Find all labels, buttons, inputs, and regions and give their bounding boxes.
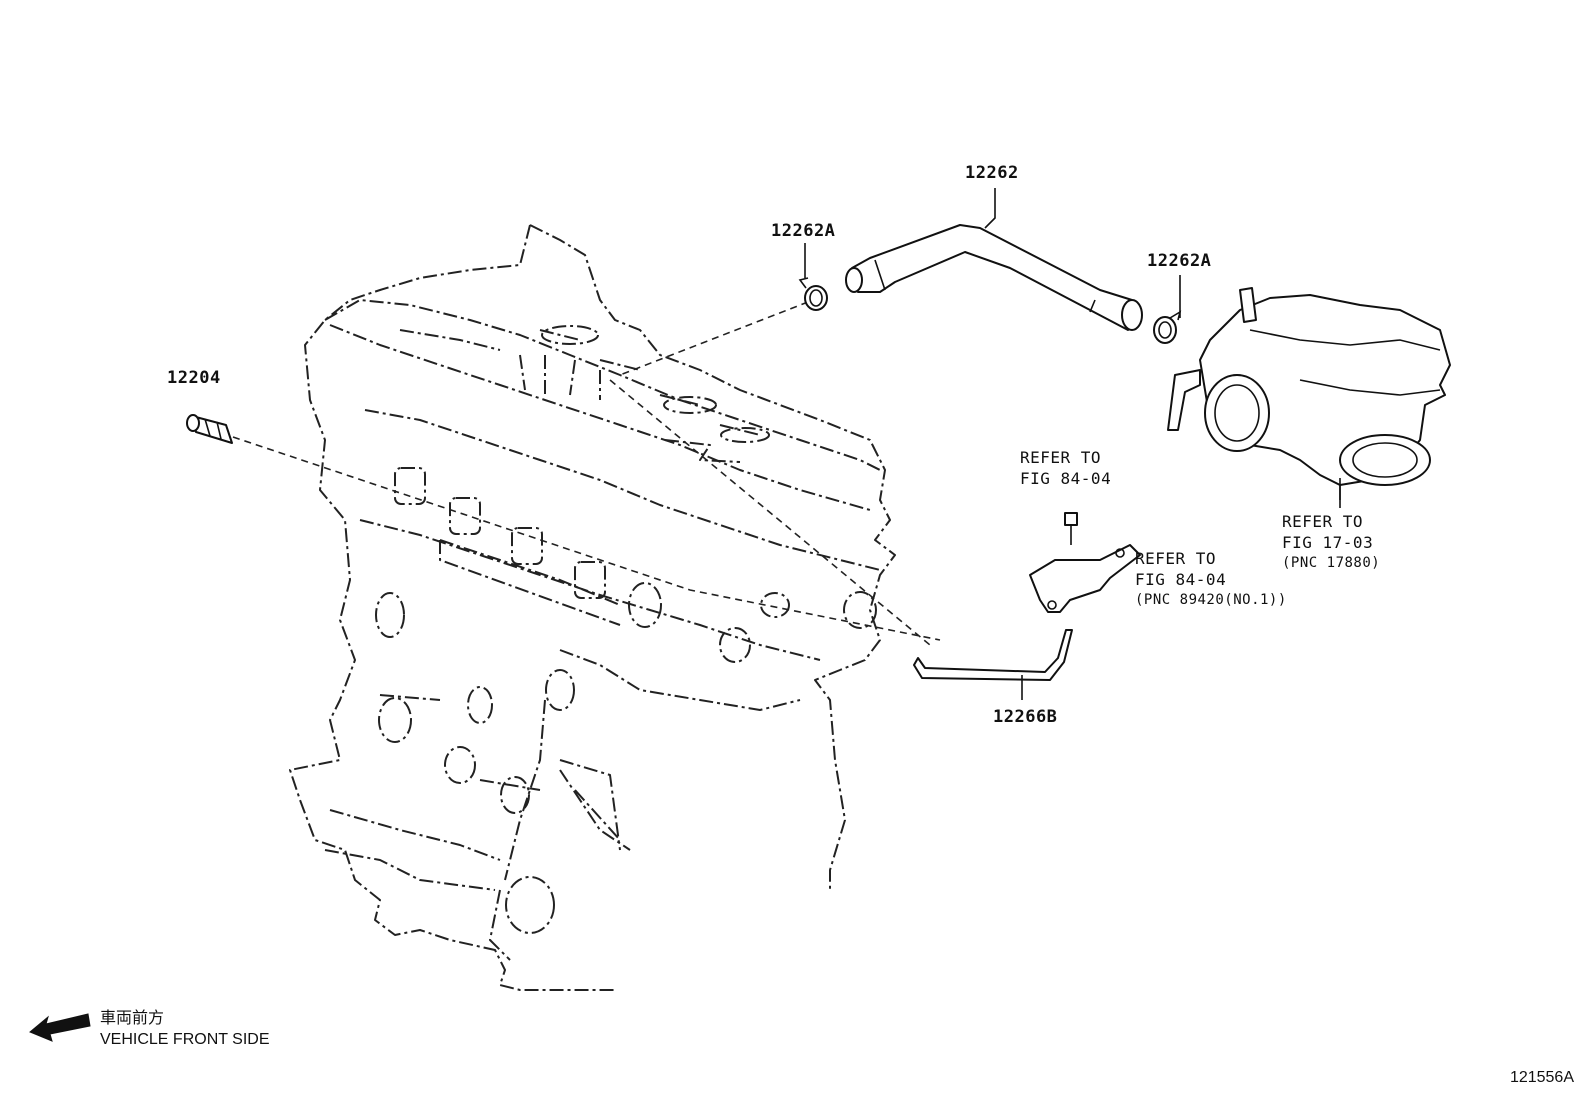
pcv-valve-part [186,414,233,444]
leader-lines [232,301,941,646]
part-label-pcv-valve: 12204 [167,368,221,388]
vehicle-front-arrow-icon [29,1013,91,1042]
throttle-body-part [1167,287,1451,500]
figure-number: 121556A [1509,1069,1574,1086]
refer-label-bolt: REFER TO FIG 84-04 [1020,447,1111,489]
part-label-hose-b: 12266B [993,707,1058,727]
bracket-part [1029,512,1141,613]
refer-figure: FIG 84-04 [1020,469,1112,488]
refer-label-throttle: REFER TO FIG 17-03 (PNC 17880) [1282,511,1380,574]
part-label-clamp-right: 12262A [1147,251,1212,271]
refer-line: REFER TO [1020,448,1102,467]
vehicle-front-japanese: 車両前方 [100,1010,165,1027]
refer-figure: FIG 84-04 [1135,570,1227,589]
clamp-left-part [798,277,828,311]
hose-b-part [913,629,1073,681]
refer-pnc: (PNC 17880) [1282,555,1381,571]
clamp-right-part [1153,310,1182,344]
vehicle-front-english: VEHICLE FRONT SIDE [100,1031,270,1048]
ventilation-hose-part [845,224,1143,331]
refer-line: REFER TO [1282,512,1364,531]
refer-line: REFER TO [1135,549,1217,568]
refer-label-bracket: REFER TO FIG 84-04 (PNC 89420(NO.1)) [1135,548,1287,611]
vehicle-front-legend: 車両前方 VEHICLE FRONT SIDE [100,1008,270,1050]
engine-block-outline [289,224,896,991]
callout-lines [804,188,1341,700]
refer-figure: FIG 17-03 [1282,533,1374,552]
refer-pnc: (PNC 89420(NO.1)) [1135,592,1287,608]
part-label-ventilation-hose: 12262 [965,163,1019,183]
part-label-clamp-left: 12262A [771,221,836,241]
